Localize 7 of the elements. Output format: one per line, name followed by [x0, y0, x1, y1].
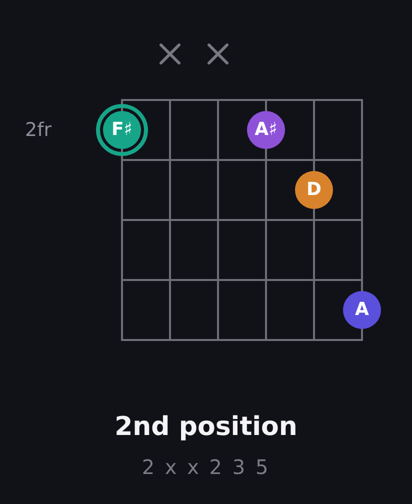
note-name: A	[355, 300, 369, 320]
note-name: D	[306, 180, 322, 200]
fingering-caption: 2 x x 2 3 5	[142, 454, 270, 480]
fret-number: 2fr	[25, 118, 52, 142]
title: 2nd position	[114, 411, 298, 444]
note-name: A♯	[254, 120, 278, 140]
note-name: F♯	[111, 120, 132, 140]
